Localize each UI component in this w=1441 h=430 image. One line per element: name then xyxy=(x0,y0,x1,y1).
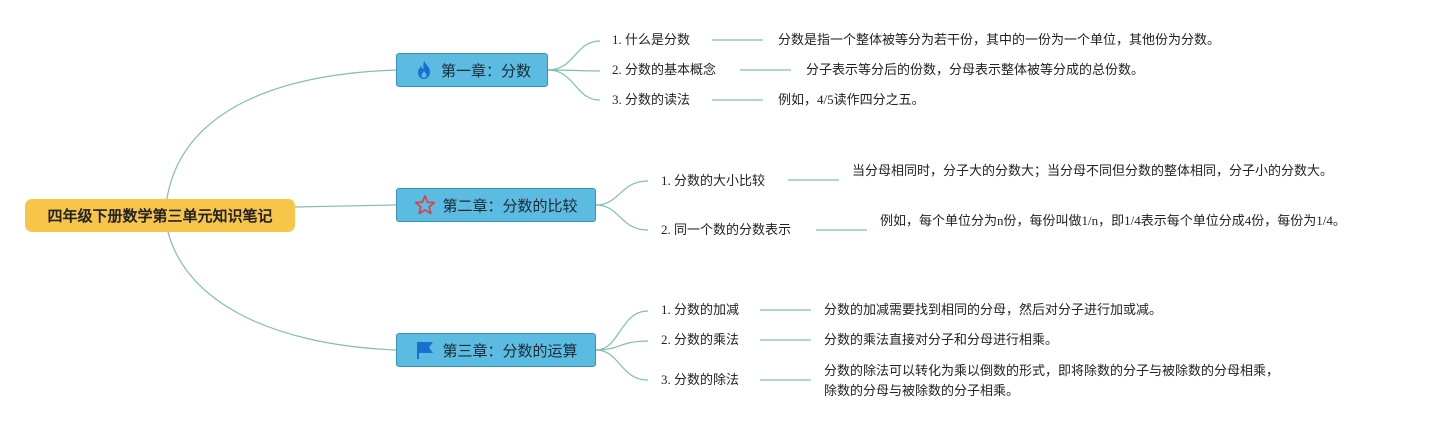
topic-desc-2-1: 当分母相同时，分子大的分数大；当分母不同但分数的整体相同，分子小的分数大。 xyxy=(852,163,1334,178)
flame-icon xyxy=(413,59,435,81)
connector-root-ch2 xyxy=(294,204,397,208)
topic-desc-3-3: 分数的除法可以转化为乘以倒数的形式，即将除数的分子与被除数的分母相乘， 除数的分… xyxy=(824,363,1280,398)
topic-desc-1-2: 分子表示等分后的份数，分母表示整体被等分成的总份数。 xyxy=(806,62,1145,77)
topic-desc-3-1: 分数的加减需要找到相同的分母，然后对分子进行加或减。 xyxy=(824,302,1163,317)
topic-3-3[interactable]: 3. 分数的除法 xyxy=(661,372,740,387)
connector-root-ch3 xyxy=(164,215,397,351)
chapter-node-3[interactable]: 第三章：分数的运算 xyxy=(396,333,596,367)
connector-ch1-t1 xyxy=(547,40,601,71)
connector-root-ch1 xyxy=(164,69,397,217)
topic-desc-1-1: 分数是指一个整体被等分为若干份，其中的一份为一个单位，其他份为分数。 xyxy=(778,32,1221,47)
topic-1-2[interactable]: 2. 分数的基本概念 xyxy=(612,62,717,77)
root-title: 四年级下册数学第三单元知识笔记 xyxy=(47,207,273,225)
chapter-title-3: 第三章：分数的运算 xyxy=(442,341,578,360)
chapter-node-1[interactable]: 第一章：分数 xyxy=(396,53,548,87)
topic-1-3[interactable]: 3. 分数的读法 xyxy=(612,92,691,107)
connector-ch2-t1 xyxy=(595,180,649,206)
topic-desc-3-2: 分数的乘法直接对分子和分母进行相乘。 xyxy=(824,332,1059,347)
connector-ch2-t2 xyxy=(595,204,649,231)
chapter-title-1: 第一章：分数 xyxy=(440,61,531,80)
connector-ch3-t2 xyxy=(595,340,649,351)
star-icon xyxy=(414,194,436,216)
root-node[interactable]: 四年级下册数学第三单元知识笔记 xyxy=(25,199,295,232)
connector-ch3-t1 xyxy=(595,310,649,351)
topic-2-1[interactable]: 1. 分数的大小比较 xyxy=(661,173,766,188)
chapter-title-2: 第二章：分数的比较 xyxy=(442,196,578,215)
connector-ch3-t3 xyxy=(595,349,649,381)
topic-2-2[interactable]: 2. 同一个数的分数表示 xyxy=(661,222,792,237)
topic-3-2[interactable]: 2. 分数的乘法 xyxy=(661,332,740,347)
chapter-node-2[interactable]: 第二章：分数的比较 xyxy=(396,188,596,222)
topic-3-1[interactable]: 1. 分数的加减 xyxy=(661,302,740,317)
topic-1-1[interactable]: 1. 什么是分数 xyxy=(612,32,691,47)
topic-desc-1-3: 例如，4/5读作四分之五。 xyxy=(778,92,925,107)
connector-ch1-t3 xyxy=(547,69,601,101)
topic-desc-2-2: 例如，每个单位分为n份，每份叫做1/n，即1/4表示每个单位分成4份，每份为1/… xyxy=(880,213,1346,228)
flag-icon xyxy=(414,339,436,361)
